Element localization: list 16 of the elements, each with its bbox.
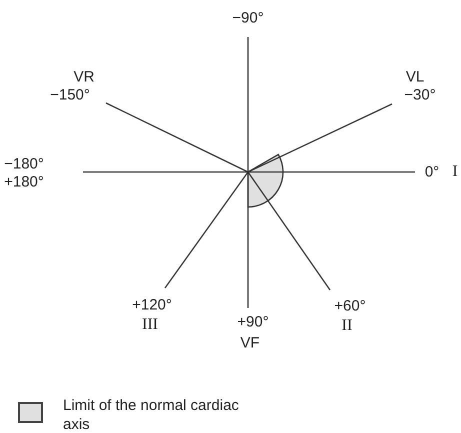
- angle-label: −150°: [50, 88, 90, 102]
- angle-label: 0°: [424, 164, 440, 180]
- lead-label: III: [142, 317, 158, 333]
- angle-label: +180°: [4, 174, 44, 190]
- angle-label: +90°: [237, 314, 269, 330]
- lead-label: II: [342, 318, 352, 334]
- lead-label: VL: [406, 70, 424, 84]
- lead-label: VF: [240, 336, 260, 350]
- angle-label: +60°: [334, 298, 366, 314]
- lead-label: I: [452, 164, 458, 180]
- legend-text: Limit of the normal cardiac axis: [63, 396, 240, 433]
- angle-label: −90°: [232, 10, 264, 26]
- angle-label: −30°: [404, 88, 436, 102]
- lead-label: VR: [74, 70, 94, 84]
- angle-label: +120°: [132, 298, 172, 312]
- angle-label: −180°: [4, 156, 44, 172]
